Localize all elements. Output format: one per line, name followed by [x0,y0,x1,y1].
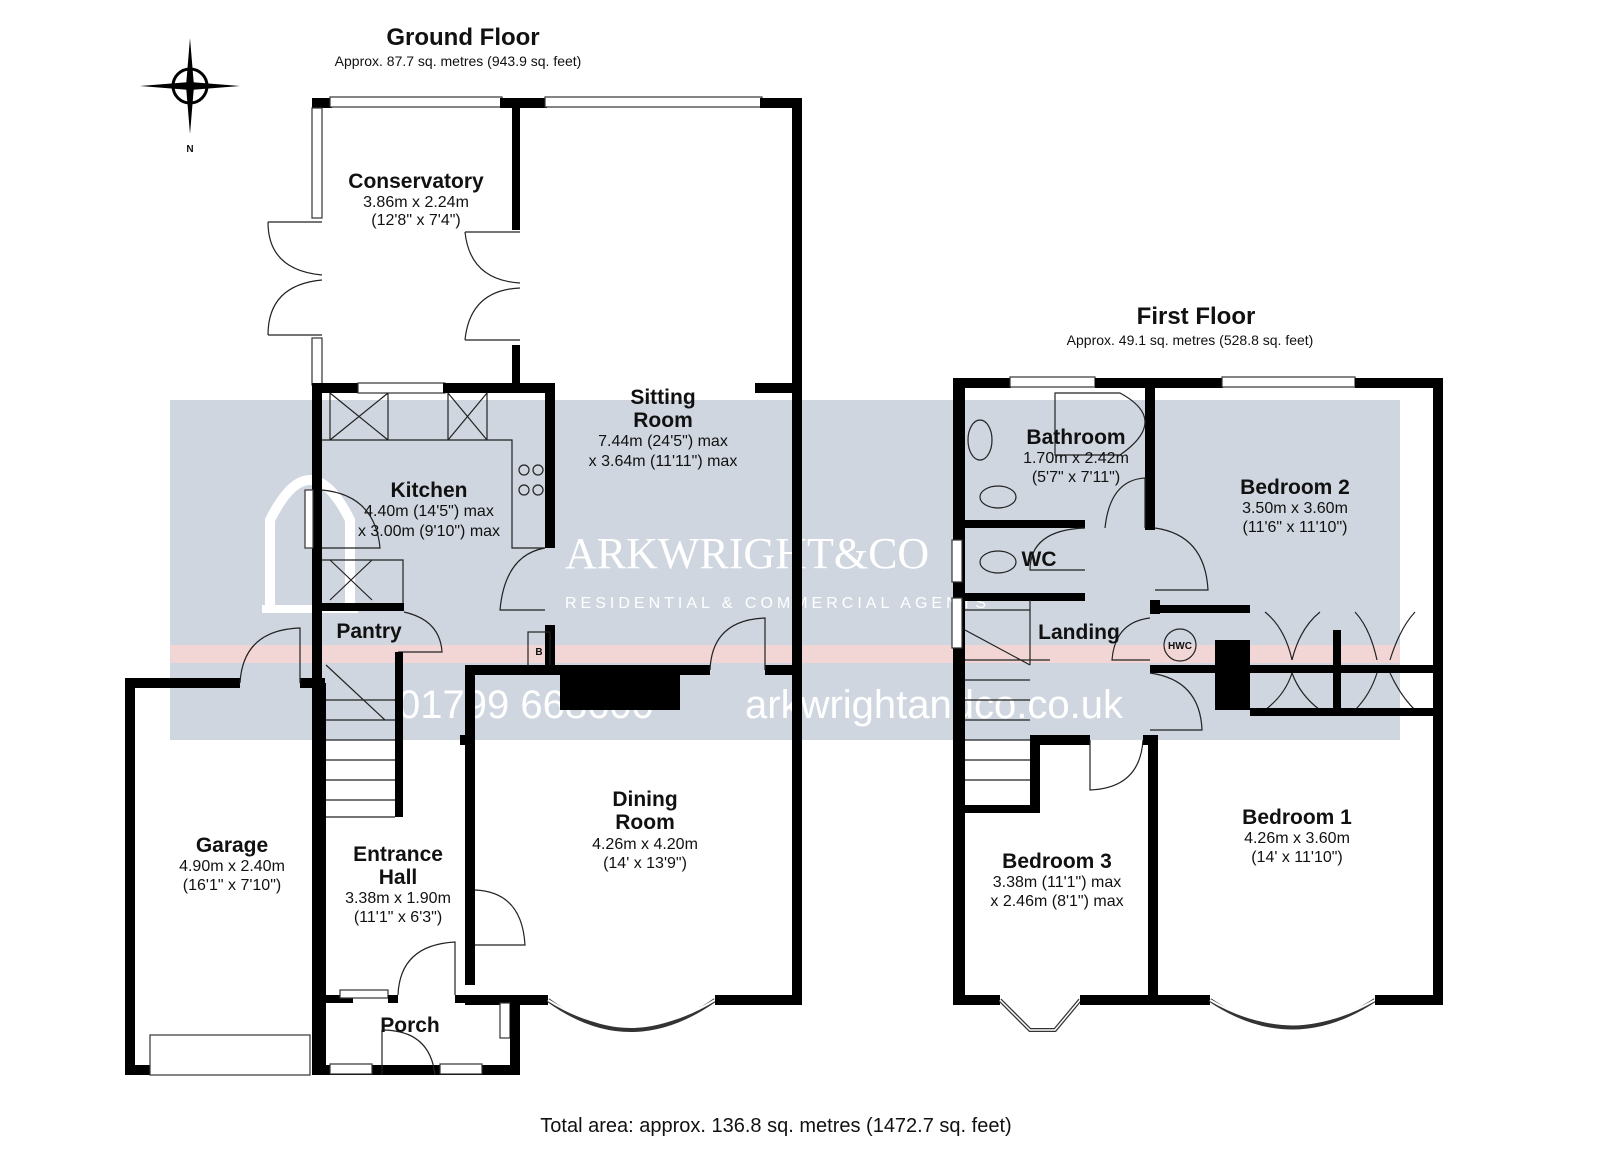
room-dim-bedroom-1: 4.26m x 3.60m [1244,830,1350,847]
room-name-bedroom-2: Bedroom 2 [1240,476,1350,499]
room-dim-bathroom-2: (5'7" x 7'11") [1032,469,1120,486]
watermark-stripe [170,645,1400,663]
room-name-conservatory: Conservatory [348,170,484,193]
room-dim-bedroom-3: 3.38m (11'1") max [993,874,1121,891]
room-dim-bedroom-2: 3.50m x 3.60m [1242,500,1348,517]
room-dim-conservatory-imperial: (12'8" x 7'4") [371,212,461,229]
compass-icon: N [140,38,240,155]
room-dim-bedroom-3-2: x 2.46m (8'1") max [990,893,1123,910]
room-name-pantry: Pantry [336,620,402,643]
room-dim-sitting-2: x 3.64m (11'11") max [589,453,738,470]
room-name-hall: Entrance [353,843,443,866]
first-floor-walls: HWC [951,376,1443,1032]
room-dim-hall-2: (11'1" x 6'3") [354,909,442,926]
room-dim-conservatory: 3.86m x 2.24m [363,194,469,211]
watermark-tagline: RESIDENTIAL & COMMERCIAL AGENTS [565,595,990,612]
room-dim-bathroom: 1.70m x 2.42m [1023,450,1129,467]
ground-floor-area: Approx. 87.7 sq. metres (943.9 sq. feet) [335,53,582,69]
watermark-brand: ARKWRIGHT&CO [565,529,929,578]
room-dim-dining: 4.26m x 4.20m [592,836,698,853]
first-floor-area: Approx. 49.1 sq. metres (528.8 sq. feet) [1067,332,1314,348]
watermark-band [170,400,1400,740]
room-name-wc: WC [1022,548,1057,571]
room-dim-sitting: 7.44m (24'5") max [598,433,728,450]
room-name-dining: Dining [612,788,677,811]
room-dim-hall: 3.38m x 1.90m [345,890,451,907]
room-dim-bedroom-2-imperial: (11'6" x 11'10") [1243,519,1348,536]
room-name-kitchen: Kitchen [390,479,467,502]
room-name-sitting: Sitting [630,386,695,409]
room-name-sitting-2: Room [633,409,693,432]
total-area: Total area: approx. 136.8 sq. metres (14… [540,1115,1011,1137]
boiler-label: B [535,647,542,658]
room-dim-kitchen-2: x 3.00m (9'10") max [358,523,500,540]
ground-floor-walls: B [125,96,802,1076]
room-name-dining-2: Room [615,811,675,834]
ground-floor-title: Ground Floor [386,24,539,51]
room-name-bathroom: Bathroom [1026,426,1125,449]
ground-floor-labels: Conservatory 3.86m x 2.24m (12'8" x 7'4"… [179,170,737,1037]
room-name-bedroom-3: Bedroom 3 [1002,850,1112,873]
compass-north-label: N [186,144,193,155]
watermark-website: arkwrightandco.co.uk [745,683,1124,727]
room-dim-garage-2: (16'1" x 7'10") [183,877,281,894]
room-dim-bedroom-1-imperial: (14' x 11'10") [1251,849,1343,866]
hwc-label: HWC [1168,641,1192,652]
agent-watermark: ARKWRIGHT&CO RESIDENTIAL & COMMERCIAL AG… [170,400,1400,740]
room-name-hall-2: Hall [379,866,418,889]
first-floor-title: First Floor [1137,303,1256,330]
first-floor-labels: Bathroom 1.70m x 2.42m (5'7" x 7'11") Be… [990,426,1352,910]
room-name-garage: Garage [196,834,268,857]
agent-logo-icon [262,475,358,613]
room-dim-kitchen: 4.40m (14'5") max [364,503,494,520]
room-name-porch: Porch [380,1014,440,1037]
room-name-bedroom-1: Bedroom 1 [1242,806,1352,829]
room-name-landing: Landing [1038,621,1120,644]
room-dim-garage: 4.90m x 2.40m [179,858,285,875]
room-dim-dining-2: (14' x 13'9") [603,855,687,872]
